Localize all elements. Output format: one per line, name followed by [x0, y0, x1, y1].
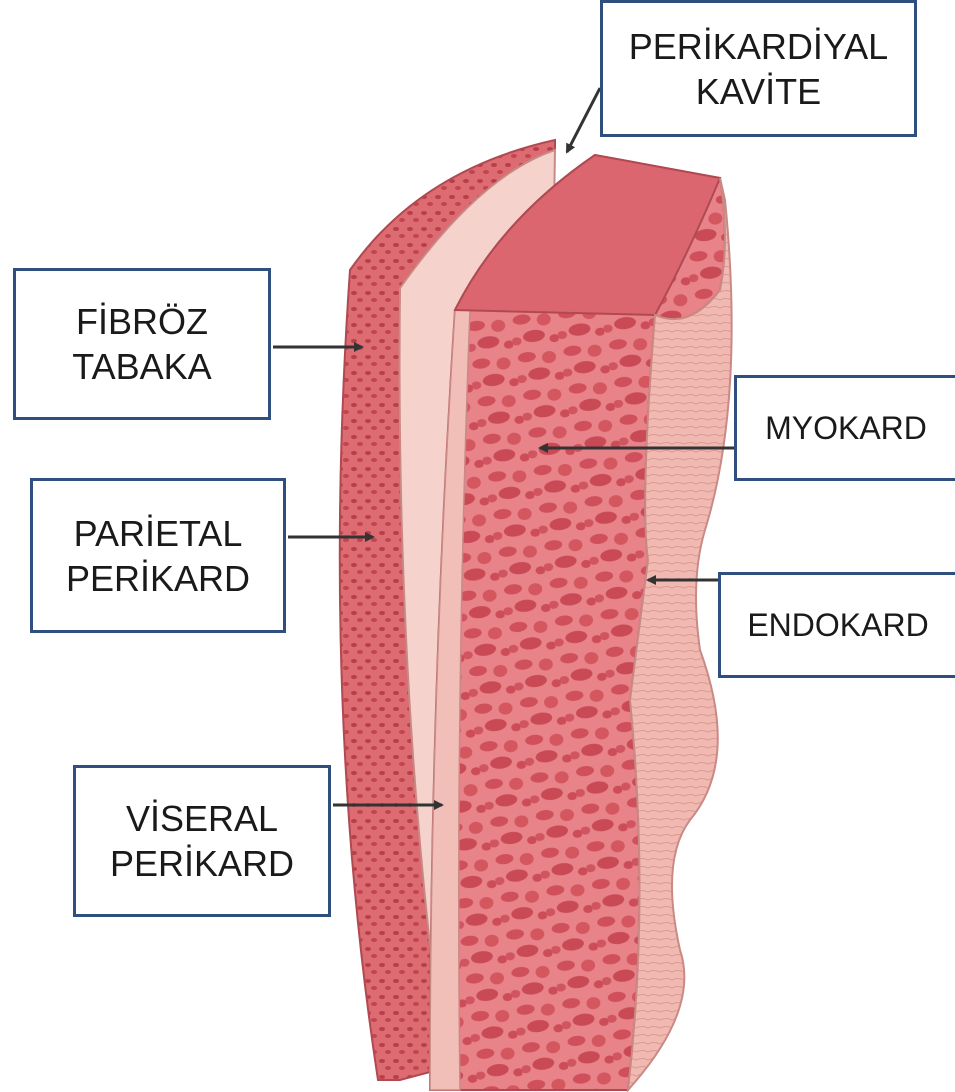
arrow-perikardiyal-kavite — [567, 88, 600, 152]
label-text-line1: PERİKARDİYAL — [629, 24, 888, 69]
label-text: MYOKARD — [765, 408, 927, 448]
label-perikardiyal-kavite: PERİKARDİYAL KAVİTE — [600, 0, 917, 137]
label-myokard: MYOKARD — [734, 375, 955, 481]
label-text: ENDOKARD — [747, 605, 928, 645]
label-text-line1: FİBRÖZ — [72, 299, 211, 344]
label-text-line1: PARİETAL — [66, 511, 250, 556]
label-viseral-perikard: VİSERAL PERİKARD — [73, 765, 331, 917]
label-text-line2: KAVİTE — [629, 69, 888, 114]
label-text-line2: PERİKARD — [66, 556, 250, 601]
label-text-line2: TABAKA — [72, 344, 211, 389]
label-parietal-perikard: PARİETAL PERİKARD — [30, 478, 286, 633]
label-fibroz-tabaka: FİBRÖZ TABAKA — [13, 268, 271, 420]
label-endokard: ENDOKARD — [718, 572, 955, 678]
label-text-line1: VİSERAL — [110, 796, 294, 841]
label-text-line2: PERİKARD — [110, 841, 294, 886]
